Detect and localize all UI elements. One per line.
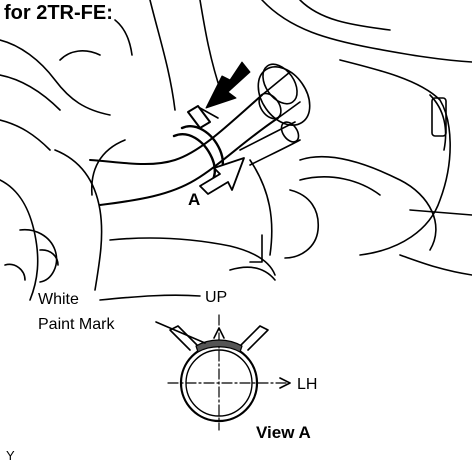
view-a-title: View A [256,423,311,442]
clamp-detail-view [155,314,291,431]
corner-mark: Y [6,448,15,463]
view-arrow-icon [199,157,245,195]
up-direction-label: UP [205,289,228,306]
hose-assembly [89,63,311,206]
heading: for 2TR-FE: [4,2,113,24]
lh-direction-label: LH [297,376,318,393]
pointer-arrow-icon [205,61,251,109]
paint-mark-label: Paint Mark [38,316,115,333]
white-label: White [38,291,79,308]
white-paint-mark [195,339,243,353]
view-a-marker-label: A [188,190,201,209]
engine-background-lines [0,0,472,301]
